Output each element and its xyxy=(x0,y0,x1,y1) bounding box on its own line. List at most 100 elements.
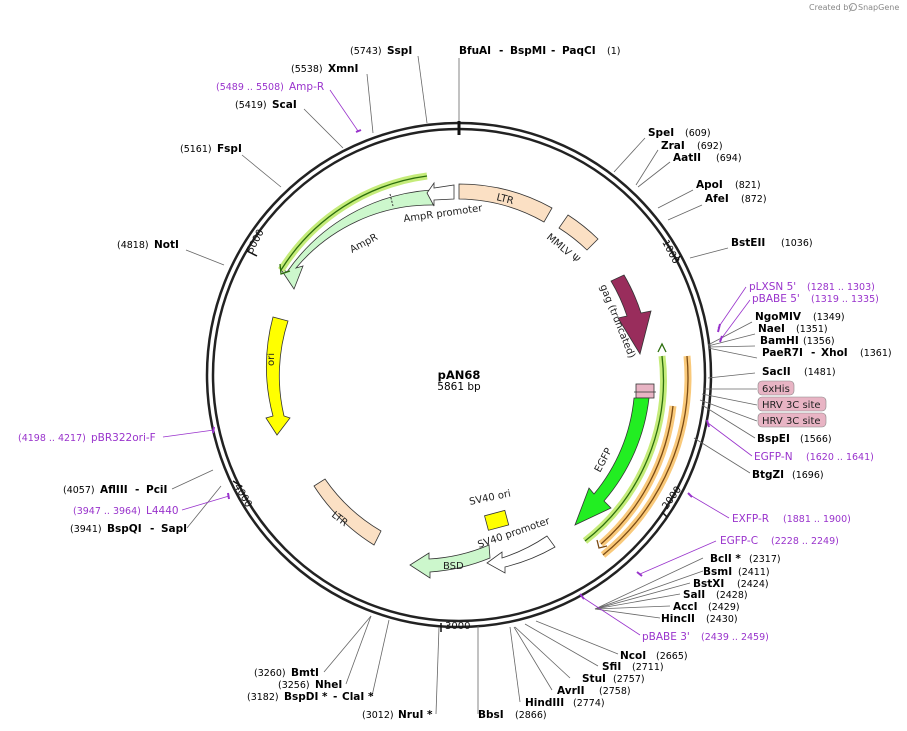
site-naei[interactable]: NaeI xyxy=(758,323,785,335)
primer-egfpn[interactable]: EGFP-N xyxy=(754,451,793,463)
site-spei[interactable]: SpeI xyxy=(648,127,674,139)
site-bfuai-sep2: - xyxy=(551,45,555,57)
site-afliii-pos: (4057) xyxy=(63,485,95,496)
site-avrii[interactable]: AvrII xyxy=(557,685,585,697)
site-nhei[interactable]: NheI xyxy=(315,679,342,691)
primer-pbr322[interactable]: pBR322ori-F xyxy=(91,432,156,444)
label-hrv-3c-site-1[interactable]: HRV 3C site xyxy=(762,400,821,411)
site-acci[interactable]: AccI xyxy=(673,601,697,613)
site-bspei[interactable]: BspEI xyxy=(757,433,790,445)
feature-ltr-bottom[interactable] xyxy=(313,478,382,546)
feature-ampr-promoter[interactable] xyxy=(426,181,455,207)
primer-ticks xyxy=(212,129,723,600)
site-noti[interactable]: NotI xyxy=(154,239,179,251)
site-btgzi[interactable]: BtgZI xyxy=(752,469,784,481)
feature-ampr[interactable] xyxy=(279,189,434,290)
site-bsmi-pos: (2411) xyxy=(738,567,770,578)
feature-ltr-top[interactable] xyxy=(458,183,553,223)
site-sapi[interactable]: SapI xyxy=(161,523,187,535)
tick-5000: 5000 xyxy=(245,228,267,256)
site-zrai-pos: (692) xyxy=(697,141,723,152)
primer-pbabe3-pos: (2439 .. 2459) xyxy=(701,632,769,643)
label-hrv1-box xyxy=(757,396,827,412)
site-ncoi-pos: (2665) xyxy=(656,651,688,662)
label-hrv2-box xyxy=(757,412,827,428)
site-xmni[interactable]: XmnI xyxy=(328,63,358,75)
primer-exfpr[interactable]: EXFP-R xyxy=(732,513,769,525)
feature-ori[interactable] xyxy=(265,316,291,436)
site-sacii[interactable]: SacII xyxy=(762,366,791,378)
primer-pbabe5-pos: (1319 .. 1335) xyxy=(811,294,879,305)
site-bspmi[interactable]: BspMI xyxy=(510,45,546,57)
primer-egfpc[interactable]: EGFP-C xyxy=(720,535,758,547)
feature-sv40-promoter[interactable] xyxy=(486,535,556,574)
site-acci-pos: (2429) xyxy=(708,602,740,613)
site-paqci[interactable]: PaqCI xyxy=(562,45,596,57)
site-bamhi[interactable]: BamHI xyxy=(760,335,799,347)
primer-pbabe3[interactable]: pBABE 3' xyxy=(642,631,690,643)
site-aatii-pos: (694) xyxy=(716,153,742,164)
feature-mmlv-psi[interactable] xyxy=(558,214,599,251)
site-fspi[interactable]: FspI xyxy=(217,143,242,155)
site-hindiii[interactable]: HindIII xyxy=(525,697,564,709)
primer-connector-lines xyxy=(162,89,753,636)
site-scai[interactable]: ScaI xyxy=(272,99,297,111)
site-bmti[interactable]: BmtI xyxy=(291,667,319,679)
site-nrui[interactable]: NruI * xyxy=(398,709,433,721)
site-bbsi[interactable]: BbsI xyxy=(478,709,504,721)
site-sspi-pos: (5743) xyxy=(350,46,382,57)
site-pcii[interactable]: PciI xyxy=(146,484,167,496)
site-hincii[interactable]: HincII xyxy=(661,613,695,625)
site-aatii[interactable]: AatII xyxy=(673,152,701,164)
site-bamhi-pos: (1356) xyxy=(803,336,835,347)
tick-2000-mark xyxy=(661,511,668,518)
primer-plxsn5[interactable]: pLXSN 5' xyxy=(749,281,796,293)
primer-exfpr-pos: (1881 .. 1900) xyxy=(783,514,851,525)
feature-sv40-ori[interactable] xyxy=(484,509,510,531)
site-bspdi[interactable]: BspDI * xyxy=(284,691,328,703)
site-bstxi[interactable]: BstXI xyxy=(693,578,724,590)
site-sali[interactable]: SalI xyxy=(683,589,705,601)
site-stui[interactable]: StuI xyxy=(582,673,606,685)
site-sspi[interactable]: SspI xyxy=(387,45,412,57)
feature-bsd[interactable] xyxy=(409,544,491,579)
site-nrui-pos: (3012) xyxy=(362,710,394,721)
site-clai[interactable]: ClaI * xyxy=(342,691,374,703)
primer-l4440[interactable]: L4440 xyxy=(146,505,179,517)
feature-gag-truncated[interactable] xyxy=(610,274,652,356)
label-hrv-3c-site-2[interactable]: HRV 3C site xyxy=(762,416,821,427)
site-afliii-sep: - xyxy=(135,484,139,496)
site-bbsi-pos: (2866) xyxy=(515,710,547,721)
site-bspqi[interactable]: BspQI xyxy=(107,523,142,535)
primer-l4440-pos: (3947 .. 3964) xyxy=(73,506,141,517)
site-bsmi[interactable]: BsmI xyxy=(703,566,732,578)
feature-egfp[interactable] xyxy=(574,397,650,526)
site-zrai[interactable]: ZraI xyxy=(661,140,685,152)
site-ngomiv[interactable]: NgoMIV xyxy=(755,311,802,323)
feature-ltr-top-label: LTR xyxy=(495,192,514,207)
site-paer7i-sep: - xyxy=(811,347,815,359)
site-afei[interactable]: AfeI xyxy=(705,193,729,205)
site-paer7i[interactable]: PaeR7I xyxy=(762,347,803,359)
site-sali-pos: (2428) xyxy=(716,590,748,601)
site-bfuai[interactable]: BfuAI xyxy=(459,45,491,57)
site-bstxi-pos: (2424) xyxy=(737,579,769,590)
feature-ampr-label: AmpR xyxy=(348,232,380,256)
site-xhoi[interactable]: XhoI xyxy=(821,347,848,359)
site-bspei-pos: (1566) xyxy=(800,434,832,445)
site-hindiii-pos: (2774) xyxy=(573,698,605,709)
primer-ampr[interactable]: Amp-R xyxy=(289,81,324,93)
ampr-primer-line xyxy=(280,175,428,271)
site-bspdi-sep: - xyxy=(333,691,337,703)
site-afliii[interactable]: AflIII xyxy=(100,484,128,496)
site-bcli[interactable]: BclI * xyxy=(710,553,741,565)
primer-pbabe5[interactable]: pBABE 5' xyxy=(752,293,800,305)
site-bsteii[interactable]: BstEII xyxy=(731,237,765,249)
site-spei-pos: (609) xyxy=(685,128,711,139)
feature-tag-6xhis[interactable] xyxy=(635,383,655,399)
site-sfii[interactable]: SfiI xyxy=(602,661,621,673)
label-6xhis[interactable]: 6xHis xyxy=(762,384,790,395)
site-ngomiv-pos: (1349) xyxy=(813,312,845,323)
site-ncoi[interactable]: NcoI xyxy=(620,650,646,662)
site-apoi[interactable]: ApoI xyxy=(696,179,723,191)
